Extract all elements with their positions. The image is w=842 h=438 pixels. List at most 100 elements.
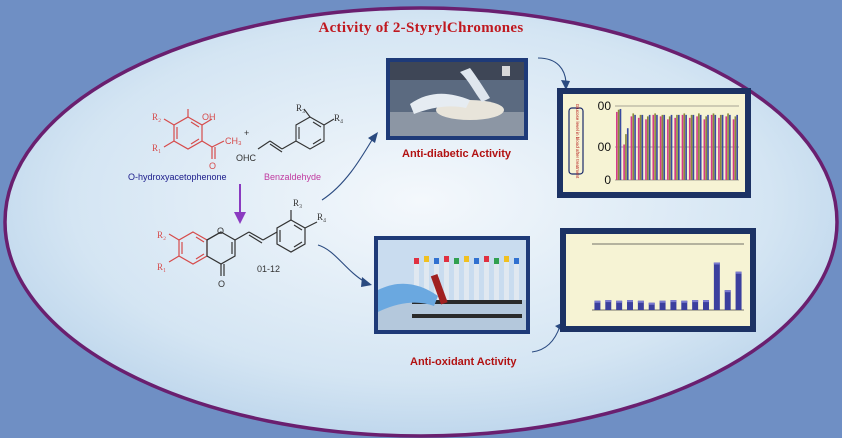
- chart1-bar: [656, 114, 658, 180]
- chart2-bar: [681, 300, 688, 310]
- ch3-label: CH₃: [225, 136, 242, 146]
- chart2-bar: [637, 300, 644, 310]
- chart2-bar-cap: [627, 300, 633, 303]
- chart1-bar: [623, 144, 625, 180]
- chart2-bar: [594, 300, 601, 310]
- chart1-bar: [632, 113, 635, 180]
- chart1-bar: [718, 117, 720, 180]
- chart2-bar: [659, 300, 666, 310]
- reaction-arrow-down: [234, 184, 246, 224]
- chart2-bar-cap: [670, 300, 677, 303]
- product-r1-label: R₁: [157, 262, 166, 272]
- chart1-bar: [616, 111, 618, 180]
- plus-sign: +: [244, 128, 250, 138]
- chart2-bar: [605, 300, 612, 310]
- chart1-bar: [685, 114, 687, 180]
- r1-label: R₁: [152, 143, 161, 153]
- chart2-bar: [627, 300, 633, 310]
- chart1-bar: [676, 114, 678, 180]
- chart1-bar: [667, 119, 669, 180]
- chart1-bar: [729, 114, 731, 180]
- chart1-bar: [732, 119, 735, 180]
- chart1-bar: [659, 116, 662, 180]
- product-r2-label: R₂: [157, 230, 166, 240]
- chart1-bar: [634, 114, 636, 180]
- chart2-bar-cap: [713, 262, 720, 265]
- chart1-bar: [678, 114, 680, 180]
- antioxidant-chart: [566, 234, 750, 326]
- chart1-bar: [688, 117, 691, 180]
- chart1-bar: [663, 114, 666, 180]
- chart1-bar: [736, 114, 738, 180]
- reactant2-name: Benzaldehyde: [264, 172, 322, 182]
- chart1-bar: [617, 109, 620, 180]
- chart1-bar: [681, 114, 684, 180]
- antioxidant-photo: [374, 236, 530, 334]
- carbonyl-oxygen-label: O: [218, 279, 225, 289]
- chart2-bar-cap: [692, 300, 699, 303]
- chart1-bar: [639, 114, 642, 180]
- chart2-bar-cap: [594, 300, 601, 303]
- chart1-bar: [645, 119, 647, 180]
- chart1-bar: [699, 114, 702, 180]
- chart1-bar: [696, 116, 698, 180]
- product-r4-label: R₄: [317, 212, 326, 222]
- chart1-bar: [652, 114, 655, 180]
- chart1-bar: [714, 114, 717, 180]
- chart2-bar: [735, 271, 742, 310]
- test-tubes-image: [378, 240, 526, 330]
- chart1-bar: [625, 134, 627, 180]
- o-label: O: [209, 161, 216, 171]
- chart1-bar: [710, 114, 713, 180]
- chart1-bar: [725, 116, 728, 180]
- chart1-bar: [712, 113, 715, 180]
- chart2-bar-cap: [681, 300, 688, 303]
- chart1-y-tick: 00: [598, 99, 612, 113]
- chart1-bar: [670, 114, 673, 180]
- chart1-bar: [683, 113, 686, 180]
- chart2-bar: [692, 300, 699, 310]
- chart1-bar: [707, 114, 709, 180]
- chart1-bar: [721, 114, 724, 180]
- r4-label: R₄: [334, 113, 343, 123]
- chart1-bar: [647, 116, 649, 180]
- antioxidant-chart-frame: [560, 228, 756, 332]
- chart2-bar-cap: [735, 271, 742, 274]
- chart1-bar: [654, 113, 656, 180]
- arrow-to-antidiabetic: [321, 139, 373, 201]
- antioxidant-label: Anti-oxidant Activity: [410, 356, 517, 368]
- chart2-bar-cap: [605, 300, 612, 303]
- chart1-bar: [705, 116, 707, 180]
- chart1-bar: [719, 114, 722, 180]
- product-code: 01-12: [257, 264, 280, 274]
- chart2-bar-cap: [616, 300, 623, 303]
- reactant2-structure: OHC R₃ R₄: [236, 103, 343, 163]
- chart2-bar: [713, 262, 720, 310]
- ring-oxygen-label: O: [217, 226, 224, 236]
- chart1-bar: [674, 117, 676, 180]
- oh-label: OH: [202, 112, 216, 122]
- product-r3-label: R₃: [293, 198, 302, 208]
- chart2-bar: [724, 290, 731, 310]
- chart1-bar: [619, 108, 622, 180]
- product-structure: O O R₂ R₁ R₃ R₄ 01-12: [157, 198, 326, 289]
- chart1-ylabel: Glucose level in blood after treatment: [575, 104, 580, 179]
- reactant1-name: O-hydroxyacetophenone: [128, 172, 227, 182]
- chart1-y-tick: 00: [598, 140, 612, 154]
- antioxidant-chart-svg: [592, 243, 744, 311]
- ohc-label: OHC: [236, 153, 257, 163]
- chart1-bar: [630, 116, 633, 180]
- antidiabetic-photo: [386, 58, 528, 140]
- antidiabetic-label: Anti-diabetic Activity: [402, 148, 511, 160]
- chart1-y-tick: 0: [604, 173, 611, 187]
- chart1-ylabel-box: [568, 107, 584, 175]
- reactant1-structure: R₂ R₁ OH CH₃ O: [152, 109, 242, 171]
- chart1-bar: [641, 114, 644, 180]
- arrow-to-antioxidant: [317, 244, 366, 283]
- chart1-bar: [692, 114, 695, 180]
- r3-label: R₃: [296, 103, 305, 113]
- chart1-bar: [690, 114, 693, 180]
